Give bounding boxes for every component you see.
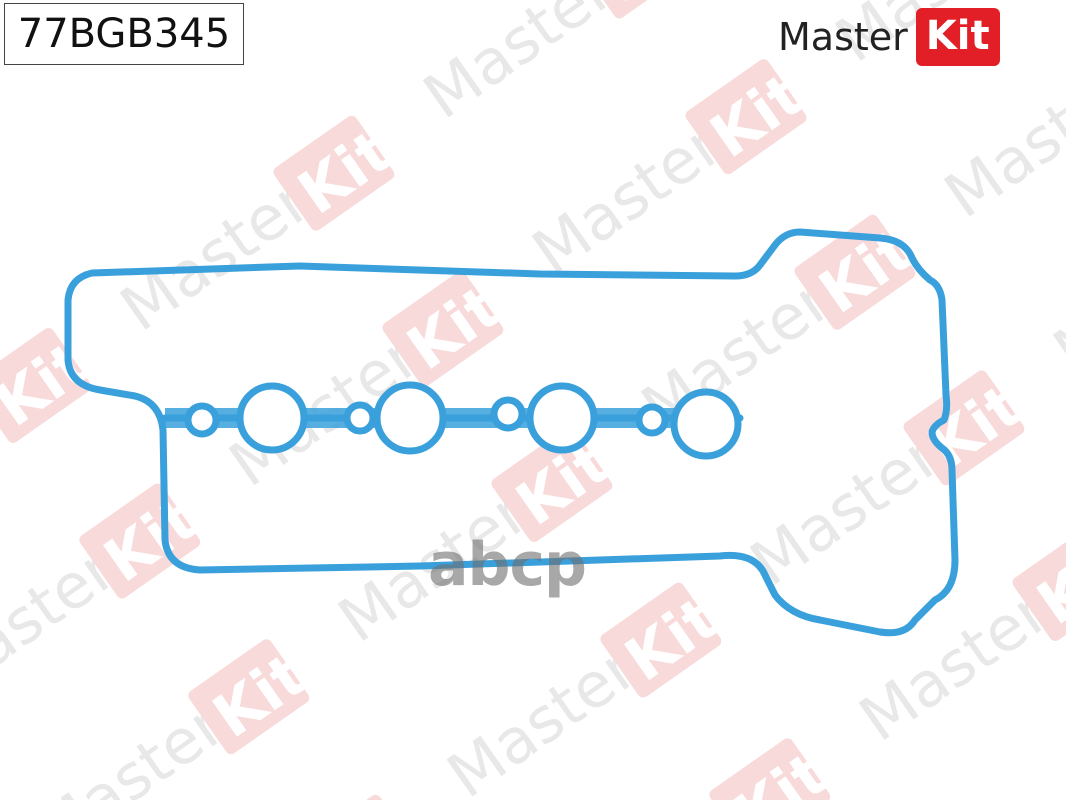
- masterkit-logo: Master Kit: [778, 6, 1000, 68]
- logo-badge: Kit: [915, 8, 1000, 66]
- part-number: 77BGB345: [17, 11, 231, 57]
- abcp-watermark: abcp: [428, 530, 587, 600]
- logo-text: Master: [778, 15, 908, 59]
- part-number-box: 77BGB345: [4, 3, 244, 65]
